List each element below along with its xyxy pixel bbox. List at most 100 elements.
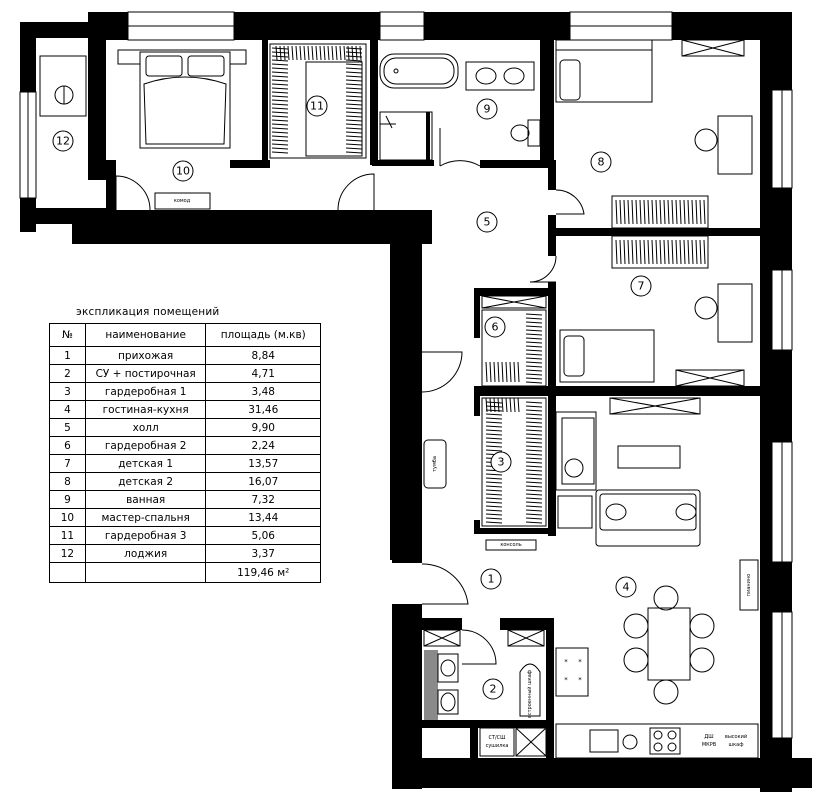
cell-name: прихожая bbox=[84, 346, 207, 365]
cell-area: 31,46 bbox=[205, 400, 321, 419]
room-marker-7: 7 bbox=[630, 275, 652, 297]
col-area: площадь (м.кв) bbox=[205, 323, 321, 347]
bathroom-furniture bbox=[379, 53, 541, 161]
cell-area: 3,48 bbox=[205, 382, 321, 401]
svg-text:12: 12 bbox=[56, 135, 70, 148]
doors bbox=[115, 128, 585, 665]
cell-area: 7,32 bbox=[205, 490, 321, 509]
cell-num: 5 bbox=[49, 418, 86, 437]
cell-name: лоджия bbox=[84, 544, 207, 563]
shkaf-label: шкаф bbox=[729, 742, 744, 748]
svg-text:10: 10 bbox=[176, 165, 190, 178]
cell-total: 119,46 м² bbox=[205, 562, 321, 583]
cell-name: мастер-спальня bbox=[84, 508, 207, 527]
svg-text:1: 1 bbox=[488, 573, 495, 586]
mkrv-label: МКРВ bbox=[702, 742, 717, 748]
svg-text:*: * bbox=[578, 676, 582, 684]
cell-name: СУ + постирочная bbox=[84, 364, 207, 383]
cell-num: 11 bbox=[49, 526, 86, 545]
room-explication: экспликация помещений № наименование пло… bbox=[49, 306, 321, 583]
cell-area: 9,90 bbox=[205, 418, 321, 437]
cell-num: 3 bbox=[49, 382, 86, 401]
cell-area: 5,06 bbox=[205, 526, 321, 545]
cell-num: 2 bbox=[49, 364, 86, 383]
cell-num: 6 bbox=[49, 436, 86, 455]
cell-name: гостиная-кухня bbox=[84, 400, 207, 419]
tumba-label: тумба bbox=[432, 456, 438, 472]
room-marker-4: 4 bbox=[615, 576, 637, 598]
laundry-bathroom-furniture: встроенный шкаф СТ/СШ сушилка bbox=[423, 629, 547, 757]
svg-text:4: 4 bbox=[623, 581, 630, 594]
svg-text:3: 3 bbox=[498, 456, 505, 469]
svg-text:5: 5 bbox=[484, 216, 491, 229]
cell-area: 3,37 bbox=[205, 544, 321, 563]
konsol-label: консоль bbox=[500, 542, 521, 548]
cell-num: 7 bbox=[49, 454, 86, 473]
cell-name: гардеробная 2 bbox=[84, 436, 207, 455]
cell-area: 13,44 bbox=[205, 508, 321, 527]
cell-name: гардеробная 1 bbox=[84, 382, 207, 401]
col-name: наименование bbox=[84, 323, 207, 347]
windows bbox=[19, 11, 793, 739]
cell-num: 4 bbox=[49, 400, 86, 419]
cell-area: 2,24 bbox=[205, 436, 321, 455]
cell-num: 10 bbox=[49, 508, 86, 527]
cell-name: гардеробная 3 bbox=[84, 526, 207, 545]
komod-label: комод bbox=[174, 198, 191, 204]
walls bbox=[20, 12, 812, 792]
sushilka-label: сушилка bbox=[486, 743, 509, 749]
pianino-label: пианино bbox=[746, 574, 752, 596]
svg-text:9: 9 bbox=[484, 103, 491, 116]
cell-empty bbox=[84, 562, 207, 583]
loggia-furniture bbox=[39, 55, 87, 117]
kids-room-1-furniture bbox=[559, 235, 753, 387]
cell-name: холл bbox=[84, 418, 207, 437]
svg-text:6: 6 bbox=[492, 321, 499, 334]
table-total-row: 119,46 м² bbox=[49, 562, 321, 583]
clothes-hangers bbox=[271, 45, 706, 524]
vysokiy-label: высокий bbox=[725, 733, 747, 740]
room-marker-10: 10 bbox=[172, 160, 194, 182]
legend-title: экспликация помещений bbox=[76, 306, 220, 318]
room-marker-8: 8 bbox=[590, 151, 612, 173]
room-marker-2: 2 bbox=[482, 678, 504, 700]
room-marker-9: 9 bbox=[476, 98, 498, 120]
vstroennyy-shkaf-label: встроенный шкаф bbox=[526, 670, 533, 718]
table-header: № наименование площадь (м.кв) bbox=[49, 323, 321, 347]
kids-room-2-furniture bbox=[555, 39, 753, 229]
room-marker-11: 11 bbox=[306, 95, 328, 117]
cell-area: 13,57 bbox=[205, 454, 321, 473]
room-marker-5: 5 bbox=[476, 211, 498, 233]
room-markers: 1 2 3 4 5 6 7 8 9 10 11 12 bbox=[52, 95, 652, 700]
master-bedroom-furniture: комод bbox=[117, 49, 247, 210]
svg-text:2: 2 bbox=[490, 683, 497, 696]
svg-text:*: * bbox=[578, 658, 582, 666]
cell-empty bbox=[49, 562, 86, 583]
cell-name: детская 1 bbox=[84, 454, 207, 473]
cell-area: 4,71 bbox=[205, 364, 321, 383]
cell-name: детская 2 bbox=[84, 472, 207, 491]
wardrobe-2-furniture bbox=[481, 295, 547, 387]
cell-area: 8,84 bbox=[205, 346, 321, 365]
hall-furniture: тумба bbox=[423, 439, 447, 489]
cell-area: 16,07 bbox=[205, 472, 321, 491]
room-marker-12: 12 bbox=[52, 130, 74, 152]
room-marker-3: 3 bbox=[490, 451, 512, 473]
cell-num: 12 bbox=[49, 544, 86, 563]
cell-name: ванная bbox=[84, 490, 207, 509]
svg-text:8: 8 bbox=[598, 156, 605, 169]
